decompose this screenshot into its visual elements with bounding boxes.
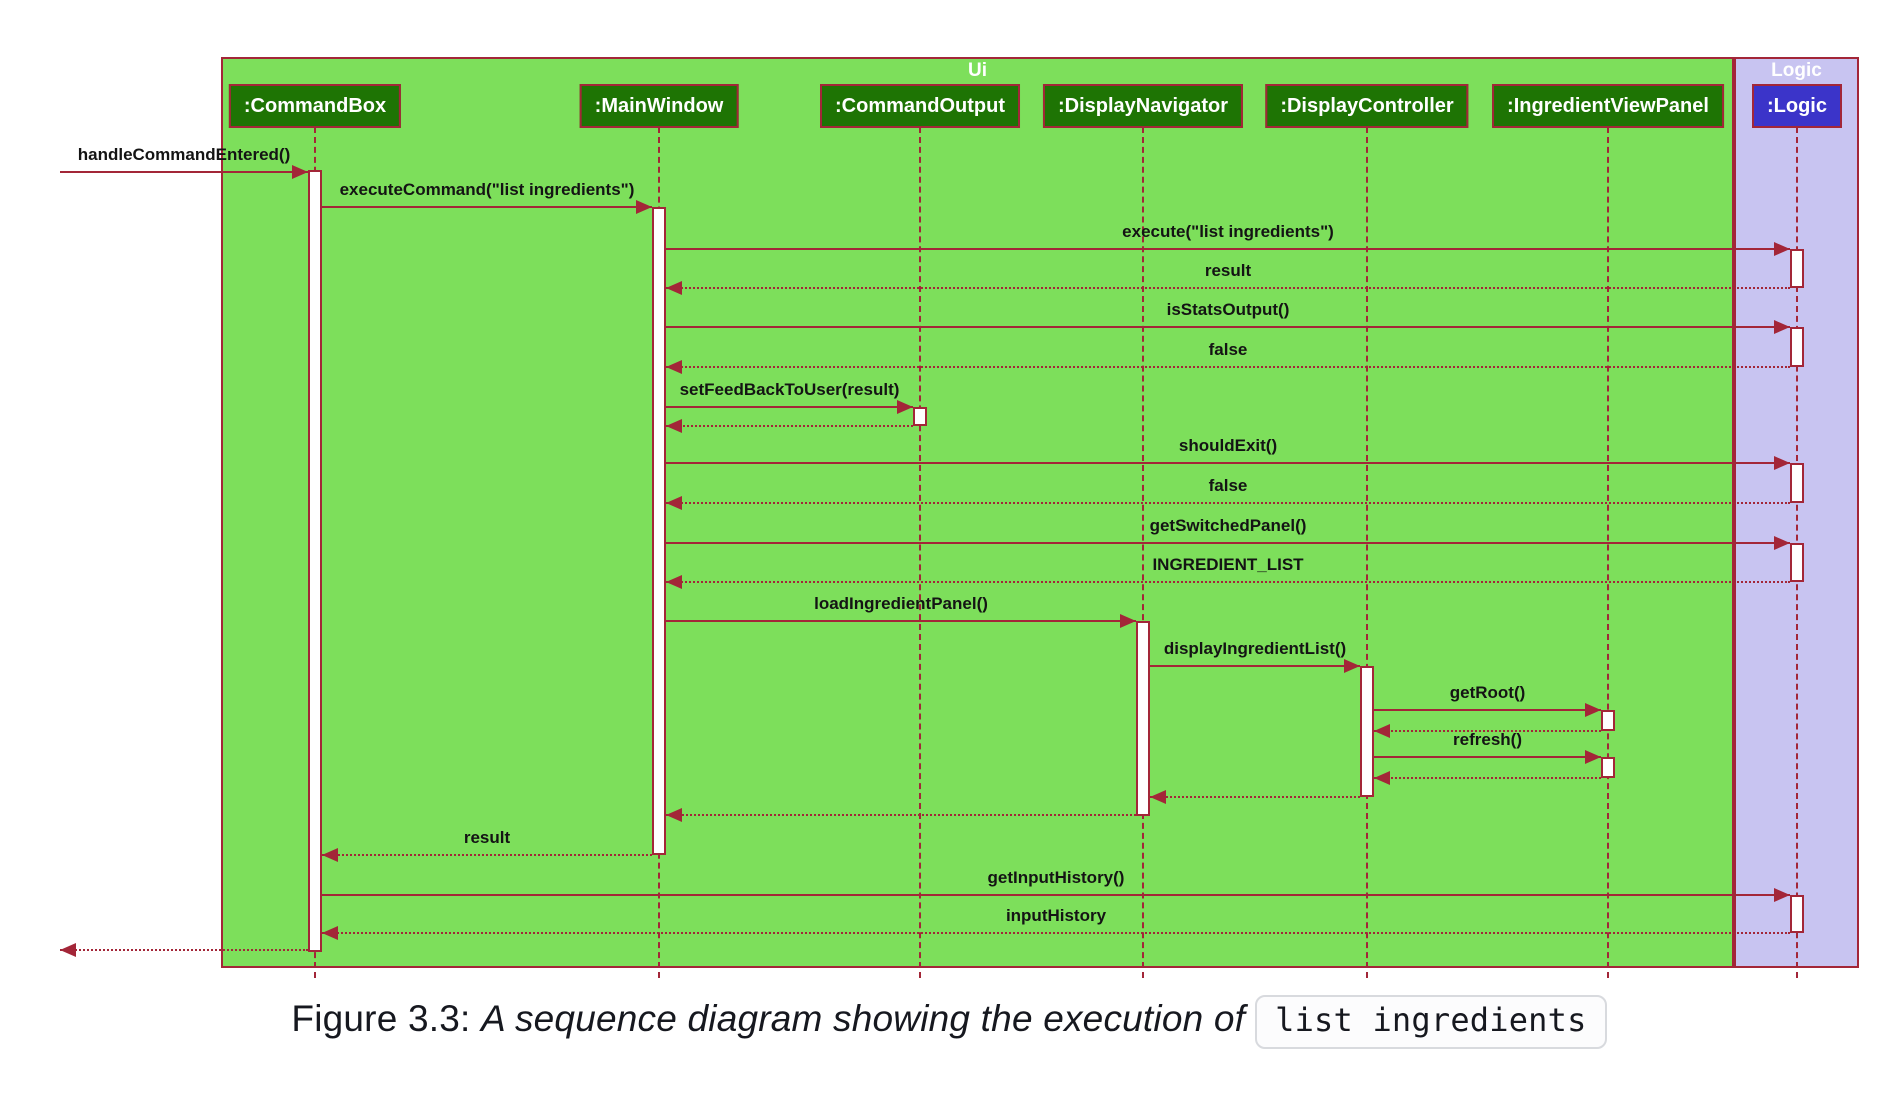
message-label-5: false — [1208, 340, 1248, 359]
message-line-12 — [666, 620, 1136, 622]
message-arrowhead-21 — [1774, 888, 1790, 902]
message-label-11: INGREDIENT_LIST — [1152, 555, 1304, 574]
message-arrowhead-11 — [666, 575, 682, 589]
message-arrowhead-9 — [666, 496, 682, 510]
message-line-21 — [322, 894, 1790, 896]
lifeline-displaynavigator — [1142, 127, 1144, 978]
message-line-9 — [666, 502, 1790, 504]
message-line-6 — [666, 406, 913, 408]
message-line-7 — [666, 425, 913, 427]
logic-frame-title: Logic — [1771, 60, 1822, 81]
message-arrowhead-17 — [1374, 771, 1390, 785]
message-label-0: handleCommandEntered() — [77, 145, 291, 164]
message-label-14: getRoot() — [1449, 683, 1526, 702]
activation-ingredientviewpanel-5 — [1601, 710, 1615, 731]
message-line-10 — [666, 542, 1790, 544]
message-arrowhead-22 — [322, 926, 338, 940]
message-label-10: getSwitchedPanel() — [1149, 516, 1307, 535]
message-line-0 — [60, 171, 308, 173]
participant-ingredientviewpanel: :IngredientViewPanel — [1492, 84, 1724, 128]
message-arrowhead-23 — [60, 943, 76, 957]
message-line-16 — [1374, 756, 1601, 758]
activation-displaynavigator-3 — [1136, 621, 1150, 816]
message-label-16: refresh() — [1453, 730, 1522, 749]
message-arrowhead-12 — [1120, 614, 1136, 628]
message-arrowhead-10 — [1774, 536, 1790, 550]
message-arrowhead-8 — [1774, 456, 1790, 470]
activation-logic-7 — [1790, 249, 1804, 288]
ui-frame — [221, 57, 1734, 968]
activation-logic-11 — [1790, 895, 1804, 933]
message-arrowhead-13 — [1344, 659, 1360, 673]
message-label-3: result — [1204, 261, 1252, 280]
message-line-5 — [666, 366, 1790, 368]
message-label-4: isStatsOutput() — [1166, 300, 1290, 319]
activation-commandbox-0 — [308, 170, 322, 952]
message-arrowhead-2 — [1774, 242, 1790, 256]
message-arrowhead-4 — [1774, 320, 1790, 334]
message-label-22: inputHistory — [1005, 906, 1107, 925]
message-line-8 — [666, 462, 1790, 464]
figure-caption: Figure 3.3: A sequence diagram showing t… — [0, 995, 1898, 1049]
message-line-15 — [1374, 730, 1601, 732]
message-arrowhead-14 — [1585, 703, 1601, 717]
message-label-1: executeCommand("list ingredients") — [339, 180, 635, 199]
message-arrowhead-15 — [1374, 724, 1390, 738]
participant-commandoutput: :CommandOutput — [820, 84, 1020, 128]
message-label-8: shouldExit() — [1178, 436, 1278, 455]
message-arrowhead-3 — [666, 281, 682, 295]
message-line-20 — [322, 854, 652, 856]
message-arrowhead-5 — [666, 360, 682, 374]
activation-logic-10 — [1790, 543, 1804, 582]
message-arrowhead-0 — [292, 165, 308, 179]
message-arrowhead-16 — [1585, 750, 1601, 764]
message-label-2: execute("list ingredients") — [1122, 222, 1334, 241]
ui-frame-title: Ui — [968, 60, 987, 81]
participant-displaycontroller: :DisplayController — [1265, 84, 1469, 128]
message-line-4 — [666, 326, 1790, 328]
message-arrowhead-20 — [322, 848, 338, 862]
message-line-14 — [1374, 709, 1601, 711]
caption-figure-number: Figure 3.3: — [291, 998, 481, 1039]
activation-logic-9 — [1790, 463, 1804, 503]
message-arrowhead-1 — [636, 200, 652, 214]
participant-commandbox: :CommandBox — [228, 84, 402, 128]
message-line-19 — [666, 814, 1136, 816]
message-label-13: displayIngredientList() — [1163, 639, 1347, 658]
message-label-9: false — [1208, 476, 1248, 495]
message-line-11 — [666, 581, 1790, 583]
message-label-12: loadIngredientPanel() — [814, 594, 988, 613]
activation-logic-8 — [1790, 327, 1804, 367]
message-line-3 — [666, 287, 1790, 289]
message-line-2 — [666, 248, 1790, 250]
activation-mainwindow-1 — [652, 207, 666, 855]
message-arrowhead-7 — [666, 419, 682, 433]
lifeline-commandoutput — [919, 127, 921, 978]
activation-commandoutput-2 — [913, 407, 927, 426]
lifeline-ingredientviewpanel — [1607, 127, 1609, 978]
lifeline-displaycontroller — [1366, 127, 1368, 978]
message-arrowhead-19 — [666, 808, 682, 822]
message-label-6: setFeedBackToUser(result) — [679, 380, 900, 399]
message-arrowhead-18 — [1150, 790, 1166, 804]
message-line-18 — [1150, 796, 1360, 798]
message-line-1 — [322, 206, 652, 208]
participant-logic: :Logic — [1752, 84, 1842, 128]
message-line-23 — [60, 949, 308, 951]
message-line-22 — [322, 932, 1790, 934]
participant-mainwindow: :MainWindow — [579, 84, 739, 128]
message-line-17 — [1374, 777, 1601, 779]
activation-ingredientviewpanel-6 — [1601, 757, 1615, 778]
message-label-20: result — [463, 828, 511, 847]
participant-displaynavigator: :DisplayNavigator — [1042, 84, 1244, 128]
message-arrowhead-6 — [897, 400, 913, 414]
message-label-21: getInputHistory() — [987, 868, 1125, 887]
activation-displaycontroller-4 — [1360, 666, 1374, 797]
message-line-13 — [1150, 665, 1360, 667]
caption-command-code: list ingredients — [1255, 995, 1607, 1049]
caption-description: A sequence diagram showing the execution… — [480, 998, 1246, 1039]
